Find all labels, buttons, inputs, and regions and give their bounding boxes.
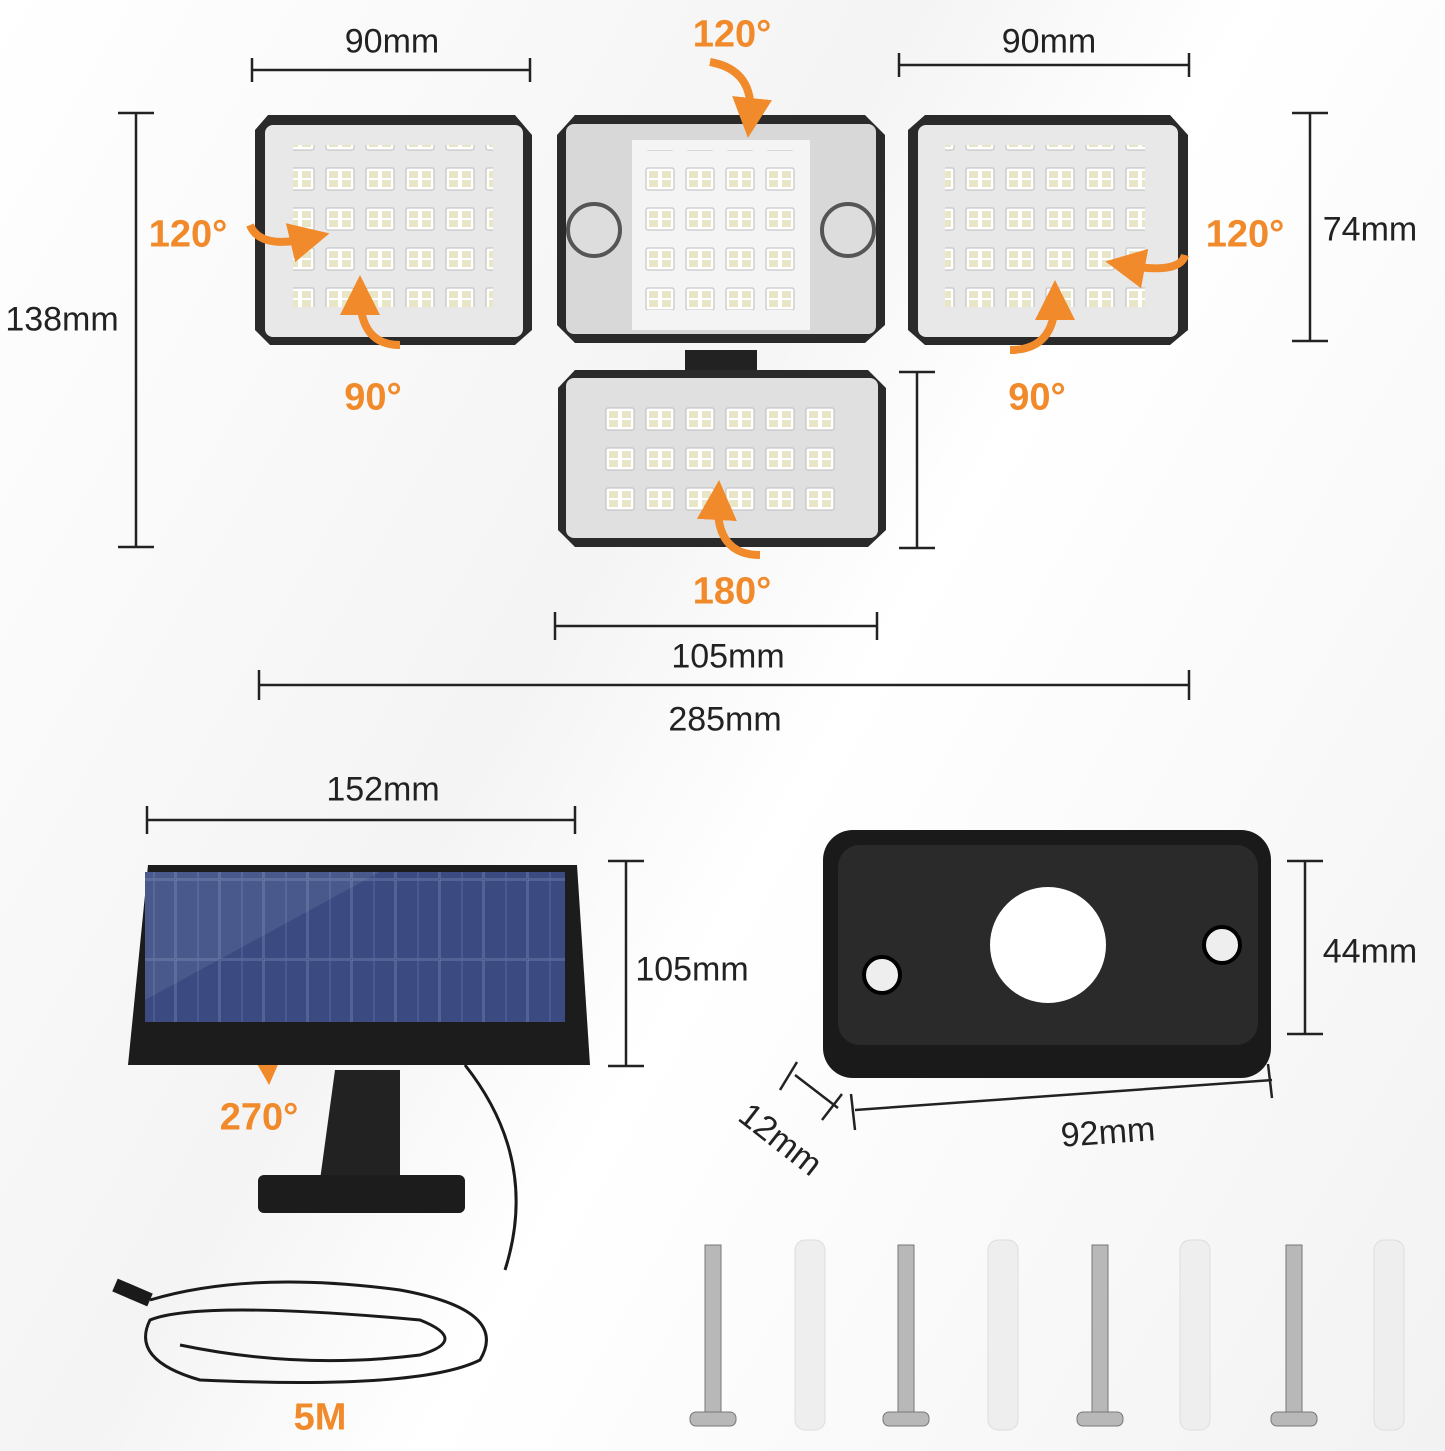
screws-and-anchors bbox=[689, 1239, 1405, 1431]
solar-panel bbox=[128, 865, 590, 1213]
right-side-angle-label: 120° bbox=[1205, 213, 1285, 256]
panel-height-label: 105mm bbox=[635, 950, 749, 989]
top-angle-label: 120° bbox=[692, 13, 772, 56]
left-bottom-angle-label: 90° bbox=[344, 376, 402, 419]
left-motion-sensor bbox=[566, 202, 622, 258]
panel-width-label: 152mm bbox=[326, 770, 440, 809]
right-lamp-head bbox=[908, 115, 1188, 345]
mount-width-label: 92mm bbox=[1059, 1110, 1157, 1155]
right-motion-sensor bbox=[820, 202, 876, 258]
cable bbox=[112, 1064, 518, 1384]
panel-tilt-angle-label: 270° bbox=[219, 1096, 299, 1139]
left-side-angle-label: 120° bbox=[148, 213, 228, 256]
center-lamp-head bbox=[557, 115, 885, 343]
mount-height-label: 44mm bbox=[1322, 932, 1418, 971]
side-height-label: 74mm bbox=[1322, 210, 1418, 249]
wall-mount-bracket bbox=[823, 830, 1271, 1078]
total-width-label: 285mm bbox=[668, 700, 782, 739]
total-height-label: 138mm bbox=[5, 300, 119, 339]
bottom-width-label: 105mm bbox=[671, 637, 785, 676]
dimension-lines bbox=[118, 53, 1328, 1131]
bottom-angle-label: 180° bbox=[692, 570, 772, 613]
bottom-lamp-head bbox=[558, 370, 886, 547]
right-bottom-angle-label: 90° bbox=[1008, 376, 1066, 419]
cable-length-label: 5M bbox=[293, 1396, 347, 1439]
left-head-width-label: 90mm bbox=[344, 22, 440, 61]
right-head-width-label: 90mm bbox=[1001, 22, 1097, 61]
left-lamp-head bbox=[255, 115, 532, 345]
